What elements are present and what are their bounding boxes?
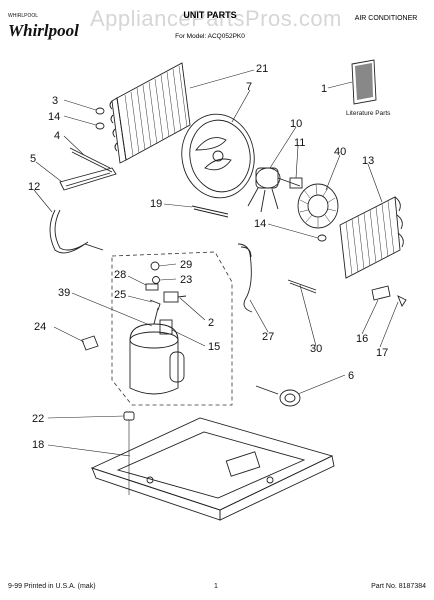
watermark: AppliancePartsPros.com — [90, 6, 342, 31]
bracket-part-28 — [145, 283, 159, 291]
callout-16: 16 — [356, 333, 368, 345]
nut-part-29 — [150, 261, 160, 271]
evaporator-coil-part-13 — [339, 196, 404, 279]
callout-29: 29 — [180, 259, 192, 271]
leader-lines — [33, 69, 399, 495]
callout-39: 39 — [58, 287, 70, 299]
callout-1: 1 — [321, 83, 327, 95]
fan-shroud-part-7 — [181, 113, 255, 199]
drain-tube-part-12 — [49, 209, 104, 254]
compressor-area-part-39 — [111, 251, 233, 406]
callout-3: 3 — [52, 95, 58, 107]
callout-19: 19 — [150, 198, 162, 210]
logo-small-mark: WHIRLPOOL — [8, 13, 38, 19]
overload-part-2 — [163, 291, 187, 303]
callout-14: 14 — [48, 111, 60, 123]
callout-numbers: 21 1 3 14 7 4 10 11 40 13 5 12 19 14 29 … — [28, 63, 388, 451]
footer: 9-99 Printed in U.S.A. (mak) 1 Part No. … — [8, 583, 426, 590]
callout-17: 17 — [376, 347, 388, 359]
category-label: AIR CONDITIONER — [355, 15, 418, 22]
callout-11: 11 — [294, 137, 305, 149]
literature-booklet-part-1 — [351, 59, 377, 105]
callout-24: 24 — [34, 321, 46, 333]
bracket-part-5 — [59, 167, 117, 191]
callout-15: 15 — [208, 341, 220, 353]
bracket-part-24 — [81, 335, 99, 351]
sensor-part-19 — [191, 205, 229, 218]
header: Whirlpool WHIRLPOOL AppliancePartsPros.c… — [8, 6, 417, 40]
callout-5: 5 — [30, 153, 36, 165]
model-line: For Model: ACQ052PK0 — [175, 33, 245, 40]
screw-part-17 — [397, 295, 407, 307]
callout-22: 22 — [32, 413, 44, 425]
clip-part-3 — [95, 107, 105, 115]
clip-part-25 — [149, 299, 161, 311]
condenser-coil-part-21 — [109, 62, 191, 164]
callout-10: 10 — [290, 118, 302, 130]
callout-12: 12 — [28, 181, 40, 193]
washer-part-23 — [152, 276, 160, 284]
callout-40: 40 — [334, 146, 346, 158]
callout-7: 7 — [246, 81, 252, 93]
callout-4: 4 — [54, 130, 60, 142]
page-title: UNIT PARTS — [183, 10, 236, 20]
callout-13: 13 — [362, 155, 374, 167]
clip-part-14-left — [95, 122, 105, 130]
sensor-part-30 — [287, 279, 317, 294]
callout-21: 21 — [256, 63, 268, 75]
clip-part-14-right — [317, 234, 327, 242]
literature-parts-label: Literature Parts — [346, 110, 391, 117]
tube-part-4 — [69, 147, 113, 173]
callout-30: 30 — [310, 343, 322, 355]
compressor-body — [129, 307, 185, 395]
callout-6: 6 — [348, 370, 354, 382]
callout-25: 25 — [114, 289, 126, 301]
blower-wheel-part-40 — [297, 183, 339, 229]
whirlpool-logo: Whirlpool WHIRLPOOL — [8, 13, 79, 40]
brand-wordmark: Whirlpool — [8, 21, 79, 40]
tube-part-27 — [237, 243, 253, 313]
relay-part-15 — [159, 319, 173, 335]
footer-part-number: Part No. 8187384 — [371, 583, 426, 590]
callout-23: 23 — [180, 274, 192, 286]
grommet-part-6 — [255, 385, 301, 407]
base-pan-part-18 — [90, 417, 335, 521]
footer-left: 9-99 Printed in U.S.A. (mak) — [8, 583, 96, 590]
callout-18: 18 — [32, 439, 44, 451]
callout-28: 28 — [114, 269, 126, 281]
mount-part-22 — [123, 411, 135, 421]
callout-14b: 14 — [254, 218, 266, 230]
callout-27: 27 — [262, 331, 274, 343]
bracket-part-16 — [371, 285, 391, 301]
callout-2: 2 — [208, 317, 214, 329]
fan-motor-part-10 — [247, 167, 301, 213]
footer-page-number: 1 — [214, 583, 218, 590]
